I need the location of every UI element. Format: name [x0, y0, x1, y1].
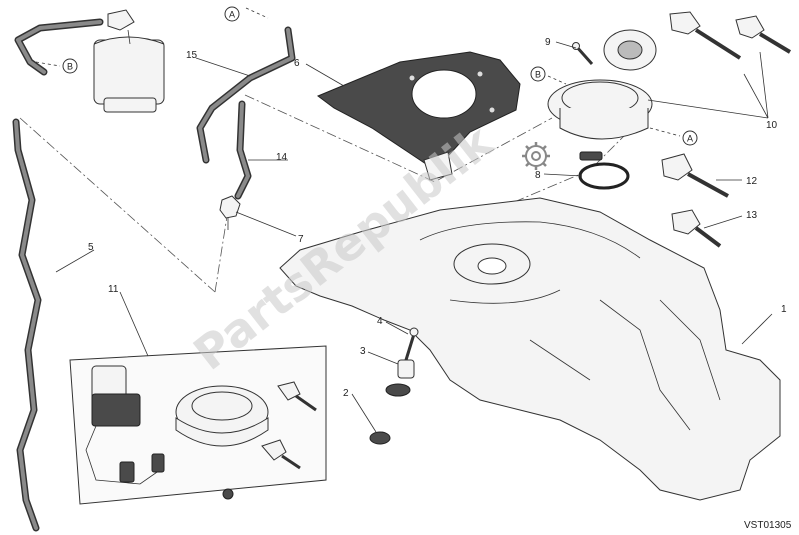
callout-10: 10: [766, 120, 778, 131]
gear-icon: [522, 142, 550, 170]
lock-kit-11[interactable]: [69, 345, 327, 505]
mounting-plate-6[interactable]: [316, 51, 521, 181]
assembly-lines: [19, 94, 641, 293]
svg-text:A: A: [229, 10, 235, 20]
key-13[interactable]: [671, 209, 722, 248]
screw-4[interactable]: [404, 327, 419, 361]
svg-text:A: A: [687, 134, 693, 144]
vent-hose-15[interactable]: [196, 26, 296, 164]
spacer-3[interactable]: [397, 359, 415, 379]
evap-canister[interactable]: [14, 9, 165, 113]
callout-8: 8: [535, 170, 541, 181]
callout-3: 3: [360, 346, 366, 357]
rubber-mount-2[interactable]: [369, 383, 411, 445]
key-12[interactable]: [661, 153, 729, 198]
leader-lines: [55, 41, 773, 433]
callout-5: 5: [88, 242, 94, 253]
callout-7: 7: [298, 234, 304, 245]
callout-6: 6: [294, 58, 300, 69]
breather-hose-5[interactable]: [12, 118, 42, 532]
key-set-10[interactable]: [669, 11, 792, 60]
svg-text:B: B: [67, 62, 73, 72]
callout-2: 2: [343, 388, 349, 399]
filler-cap-assembly[interactable]: [547, 29, 657, 140]
svg-text:B: B: [535, 70, 541, 80]
t-fitting-7[interactable]: [219, 195, 241, 230]
gasket-8[interactable]: [578, 151, 630, 190]
callout-13: 13: [746, 210, 758, 221]
screw-9[interactable]: [572, 42, 594, 65]
callout-9: 9: [545, 37, 551, 48]
fuel-tank-1[interactable]: [279, 197, 781, 501]
callout-12: 12: [746, 176, 758, 187]
ref-a-right: A: [649, 127, 698, 146]
ref-b-left: B: [35, 58, 78, 74]
callout-4: 4: [377, 316, 383, 327]
ref-a-top: A: [224, 6, 269, 22]
callout-11: 11: [108, 284, 119, 295]
ref-b-cap: B: [530, 66, 567, 85]
callout-1: 1: [781, 304, 787, 315]
callout-15: 15: [186, 50, 198, 61]
drawing-code: VST01305: [744, 520, 792, 531]
callout-14: 14: [276, 152, 288, 163]
vent-hose-14[interactable]: [234, 100, 252, 200]
callout-labels: 1 2 3 4 5 6 7 8 9 10 11 12 13 14 15: [88, 37, 787, 399]
